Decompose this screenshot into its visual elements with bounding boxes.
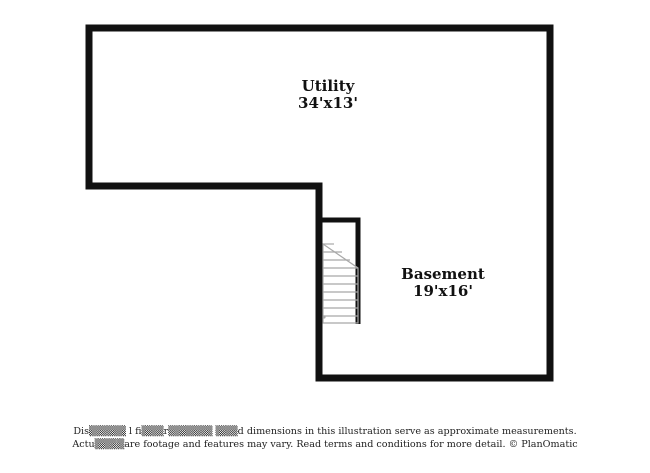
stair-start-marker [322,315,326,319]
disclaimer-line-1: Dis▒▒▒▒▒ l fi▒▒▒r▒▒▒▒▒▒ ▒▒▒d dimensions … [73,426,577,437]
utility-room-dimensions: 34'x13' [298,94,358,112]
basement-room-name: Basement [401,265,485,283]
utility-room-name: Utility [302,77,356,95]
basement-room-dimensions: 19'x16' [413,282,473,300]
exterior-wall [85,24,554,382]
staircase [322,242,359,324]
disclaimer-line-2: Actu▒▒▒▒are footage and features may var… [72,439,578,450]
